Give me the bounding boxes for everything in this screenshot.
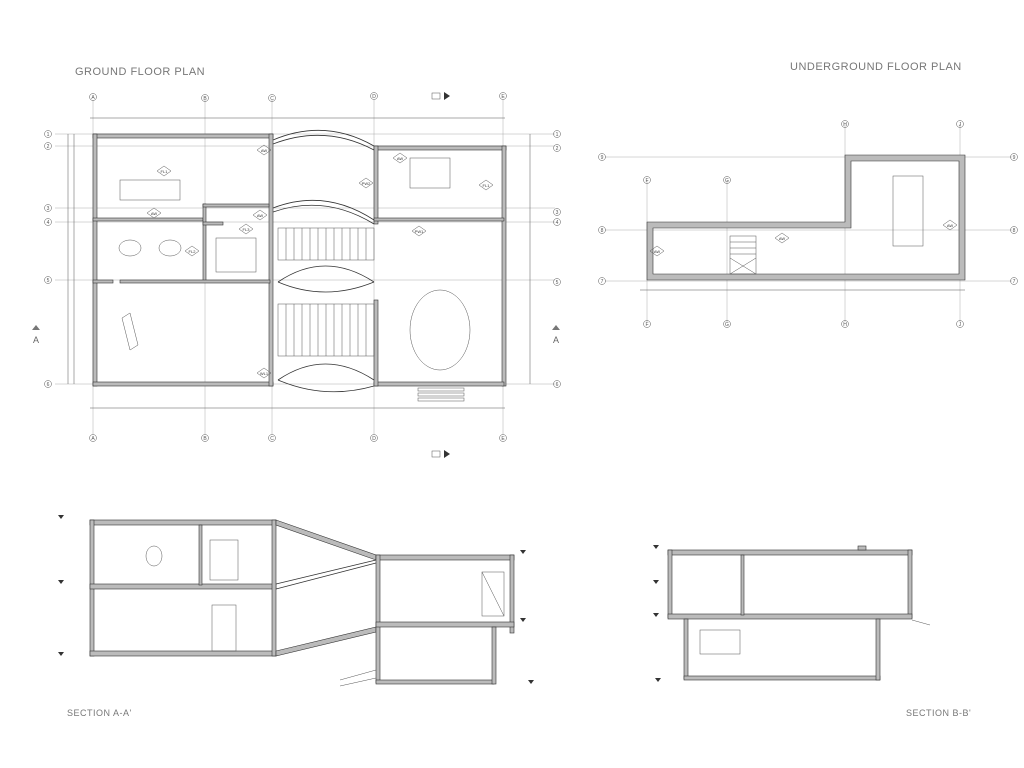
grid-label-top-b: B [203,96,207,102]
section-a-title: SECTION A-A' [67,708,132,718]
tag-aw-2: AW [151,211,158,216]
row-label-left-3: 3 [47,206,50,212]
section-a-drawing [58,515,534,687]
grid-label-bottom-c: C [270,436,274,442]
grid-label-top-c: C [270,96,274,102]
underground-floor-plan: F G H J F G H J 9 8 7 9 8 7 AW AW AW [598,120,1018,328]
row-label-left-1: 1 [47,132,50,138]
tag-fl2: FL2 [189,249,197,254]
row-label-left-5: 5 [47,278,50,284]
ground-plan-tags: FL1 FL2 FL3 FL1 AW AW AW AW PW2 PW1 WL1 [146,144,494,379]
row-label-right-4: 4 [556,220,559,226]
tag-pw1: PW1 [415,229,424,234]
under-col-j-top: J [959,122,962,128]
under-col-h-top: H [843,122,847,128]
row-label-right-2: 2 [556,146,559,152]
tag-wl1: WL1 [260,371,269,376]
under-row-8-right: 8 [1013,228,1016,234]
under-tag-aw-2: AW [779,236,786,241]
grid-label-bottom-e: E [501,436,505,442]
row-label-right-3: 3 [556,210,559,216]
section-marker-left: A [33,335,39,345]
row-label-left-2: 2 [47,144,50,150]
under-row-7-right: 7 [1013,279,1016,285]
ground-floor-plan-title: GROUND FLOOR PLAN [75,66,206,78]
under-col-f-top: F [645,178,648,184]
tag-pw2: PW2 [362,181,371,186]
under-tag-aw-1: AW [654,249,661,254]
under-row-9-left: 9 [601,155,604,161]
under-row-7-left: 7 [601,279,604,285]
tag-fl1-right: FL1 [483,183,491,188]
tag-aw-4: AW [397,156,404,161]
section-b-drawing [653,545,931,682]
grid-label-bottom-d: D [372,436,376,442]
under-col-h-bottom: H [843,322,847,328]
tag-fl3: FL3 [243,227,251,232]
row-label-right-6: 6 [556,382,559,388]
underground-floor-plan-title: UNDERGROUND FLOOR PLAN [790,61,962,73]
row-label-right-1: 1 [556,132,559,138]
section-marker-right: A [553,335,559,345]
grid-label-bottom-a: A [91,436,95,442]
tag-fl1: FL1 [161,169,169,174]
grid-label-top-a: A [91,95,95,101]
under-col-g-top: G [725,178,729,184]
grid-label-top-e: E [501,94,505,100]
ground-floor-plan: A B C D E A B C D E 1 2 3 4 5 6 1 2 3 4 … [32,92,561,458]
grid-label-top-d: D [372,94,376,100]
tag-aw-1: AW [261,148,268,153]
under-row-9-right: 9 [1013,155,1016,161]
under-col-j-bottom: J [959,322,962,328]
grid-label-bottom-b: B [203,436,207,442]
row-label-right-5: 5 [556,280,559,286]
row-label-left-4: 4 [47,220,50,226]
under-col-g-bottom: G [725,322,729,328]
under-tag-aw-3: AW [947,223,954,228]
under-row-8-left: 8 [601,228,604,234]
under-col-f-bottom: F [645,322,648,328]
section-b-title: SECTION B-B' [906,708,972,718]
row-label-left-6: 6 [47,382,50,388]
tag-aw-3: AW [257,213,264,218]
